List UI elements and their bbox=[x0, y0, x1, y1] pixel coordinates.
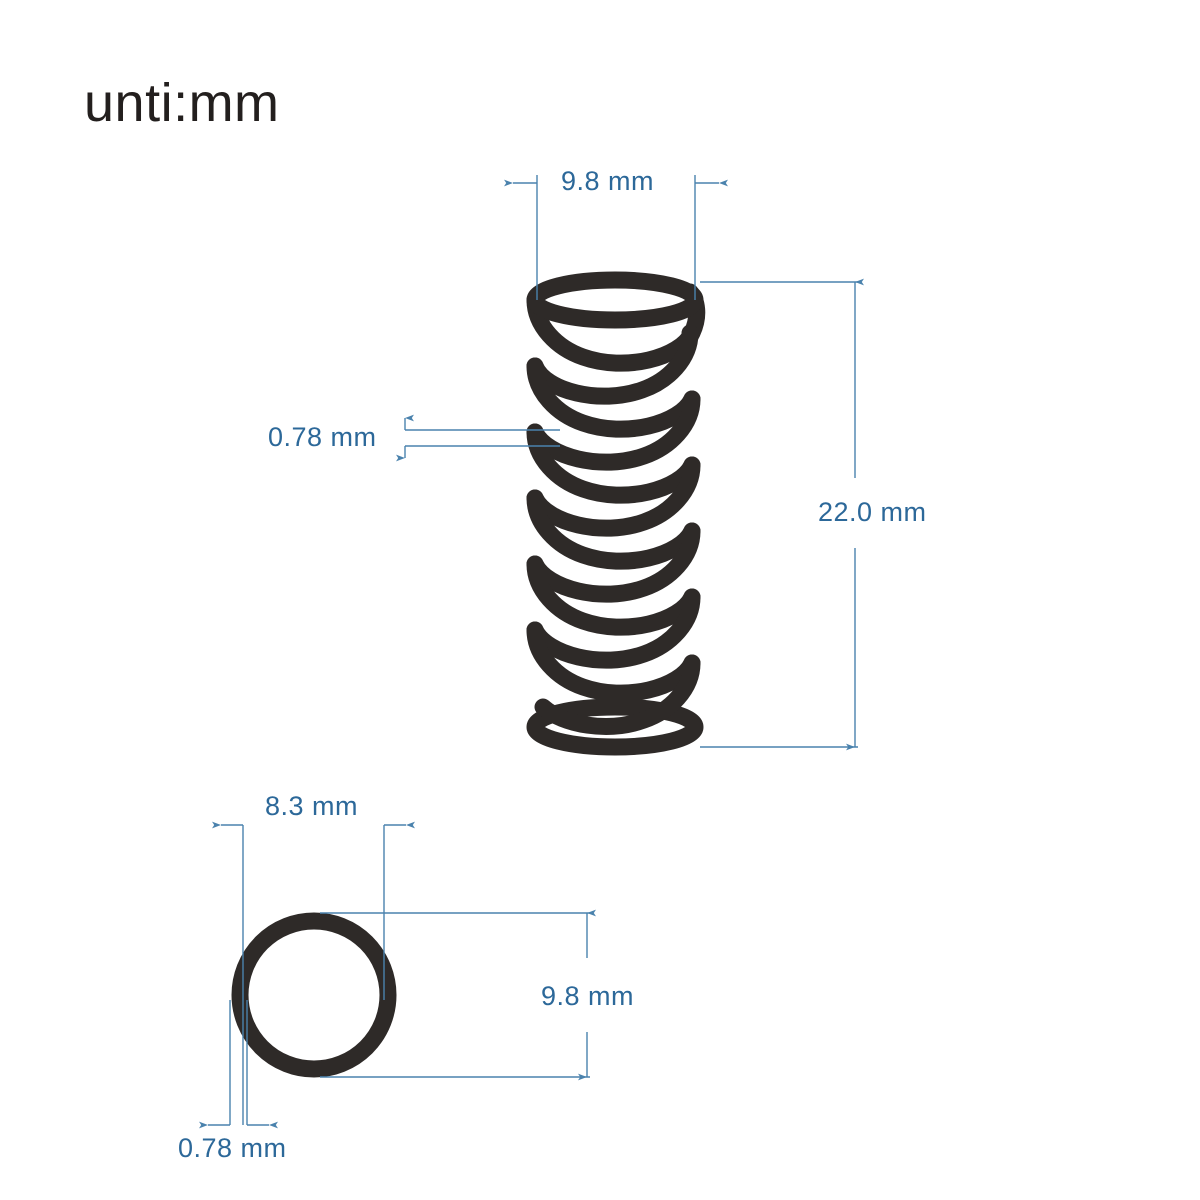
dimension-label-spring-free-length: 22.0 mm bbox=[818, 497, 927, 527]
dimension-ring-outer-diameter bbox=[320, 909, 596, 1081]
spring-helix-body bbox=[526, 283, 706, 735]
dimension-label-ring-inner-diameter: 8.3 mm bbox=[265, 791, 359, 821]
compression-spring-side-view bbox=[526, 271, 706, 756]
dimension-label-spring-wire-diameter: 0.78 mm bbox=[268, 422, 377, 452]
dimension-spring-wire-diameter bbox=[396, 414, 560, 462]
page-title: unti:mm bbox=[84, 73, 280, 133]
dimension-spring-outer-diameter bbox=[504, 175, 728, 300]
spring-end-view bbox=[231, 912, 397, 1078]
dimension-label-ring-wall-thickness: 0.78 mm bbox=[178, 1133, 287, 1163]
ring-outline bbox=[231, 912, 397, 1078]
spring-bottom-closed-coil bbox=[526, 698, 704, 756]
spring-top-closed-coil bbox=[526, 271, 704, 329]
dimension-label-ring-outer-diameter: 9.8 mm bbox=[541, 981, 635, 1011]
dimension-label-spring-outer-diameter: 9.8 mm bbox=[561, 166, 655, 196]
dimension-ring-wall-thickness bbox=[199, 1000, 278, 1129]
dimension-spring-free-length bbox=[700, 278, 864, 751]
